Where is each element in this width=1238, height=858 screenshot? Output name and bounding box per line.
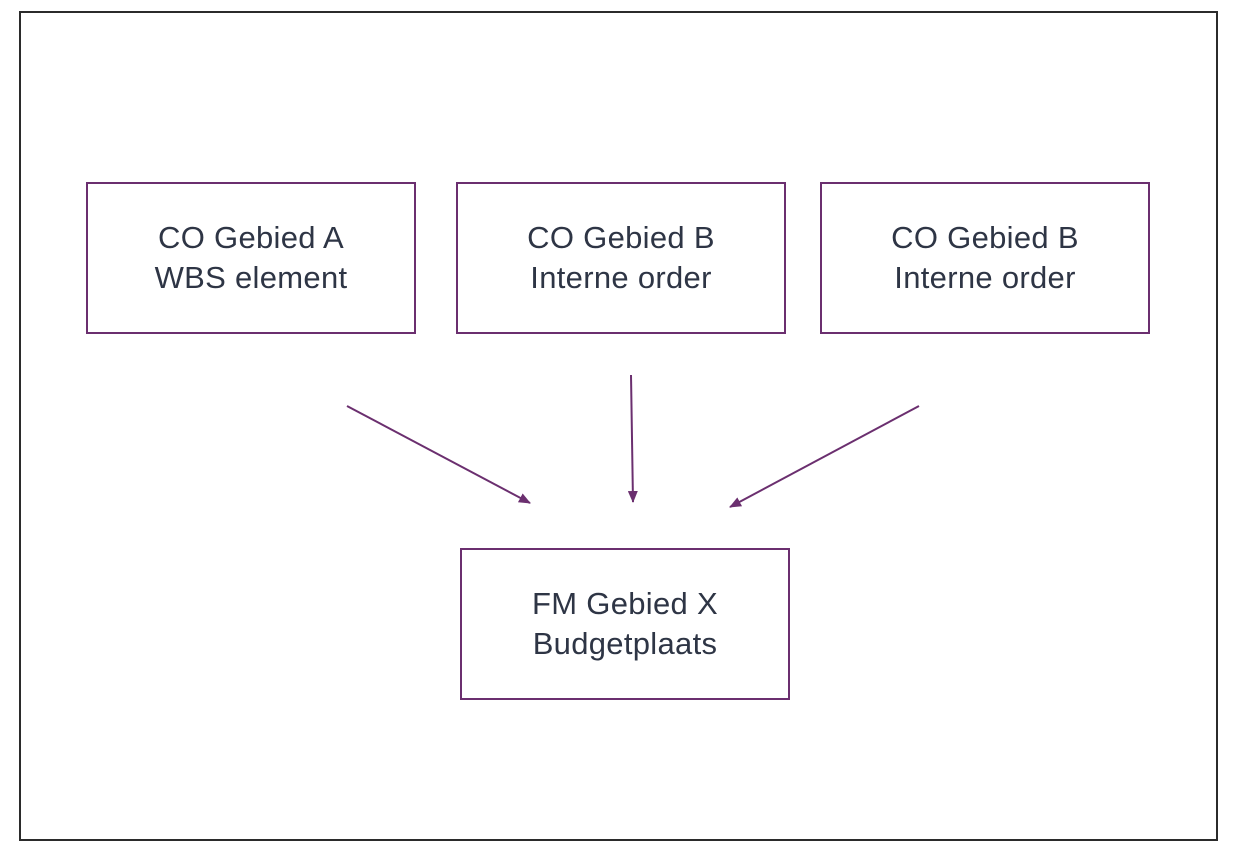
node-co-gebied-b-first: CO Gebied B Interne order — [456, 182, 786, 334]
node-c-subtitle: Interne order — [894, 260, 1076, 295]
node-a-subtitle: WBS element — [154, 260, 348, 295]
node-x-title: FM Gebied X — [532, 586, 718, 621]
node-c-title: CO Gebied B — [891, 220, 1079, 255]
node-b-title: CO Gebied B — [527, 220, 715, 255]
node-b-subtitle: Interne order — [530, 260, 712, 295]
node-co-gebied-a: CO Gebied A WBS element — [86, 182, 416, 334]
node-a-title: CO Gebied A — [158, 220, 344, 255]
diagram-frame — [19, 11, 1218, 841]
node-fm-gebied-x: FM Gebied X Budgetplaats — [460, 548, 790, 700]
node-x-subtitle: Budgetplaats — [532, 626, 718, 661]
node-co-gebied-b-second: CO Gebied B Interne order — [820, 182, 1150, 334]
